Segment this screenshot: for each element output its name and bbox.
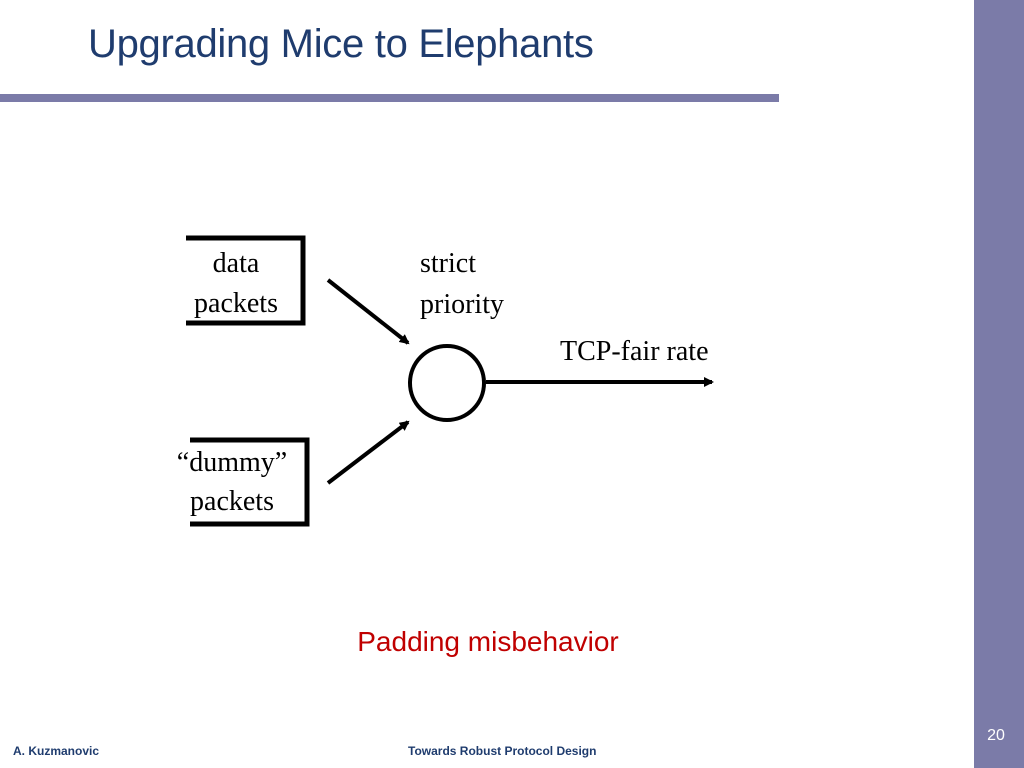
scheduler-diagram: data packets “dummy” packets strict prio…	[177, 235, 714, 527]
sidebar-bar	[974, 0, 1024, 768]
slide-title: Upgrading Mice to Elephants	[88, 22, 594, 66]
dummy-arrow	[326, 420, 410, 485]
data-arrow	[326, 278, 410, 345]
slide-number: 20	[987, 727, 1005, 744]
scheduler-circle	[408, 344, 486, 422]
strict-priority-label-line2: priority	[420, 289, 504, 320]
tcp-fair-rate-label: TCP-fair rate	[560, 336, 709, 367]
caption: Padding misbehavior	[357, 626, 619, 657]
dummy-packets-label-line1: “dummy”	[177, 447, 287, 478]
title-rule	[0, 94, 779, 102]
strict-priority-label-line1: strict	[420, 248, 476, 279]
footer-author: A. Kuzmanovic	[13, 744, 100, 758]
dummy-packets-label-line2: packets	[190, 486, 274, 517]
data-packets-queue	[186, 235, 306, 326]
footer-title: Towards Robust Protocol Design	[408, 744, 597, 758]
data-packets-label-line2: packets	[194, 288, 278, 319]
data-packets-label-line1: data	[213, 248, 260, 279]
dummy-packets-queue	[190, 437, 310, 527]
